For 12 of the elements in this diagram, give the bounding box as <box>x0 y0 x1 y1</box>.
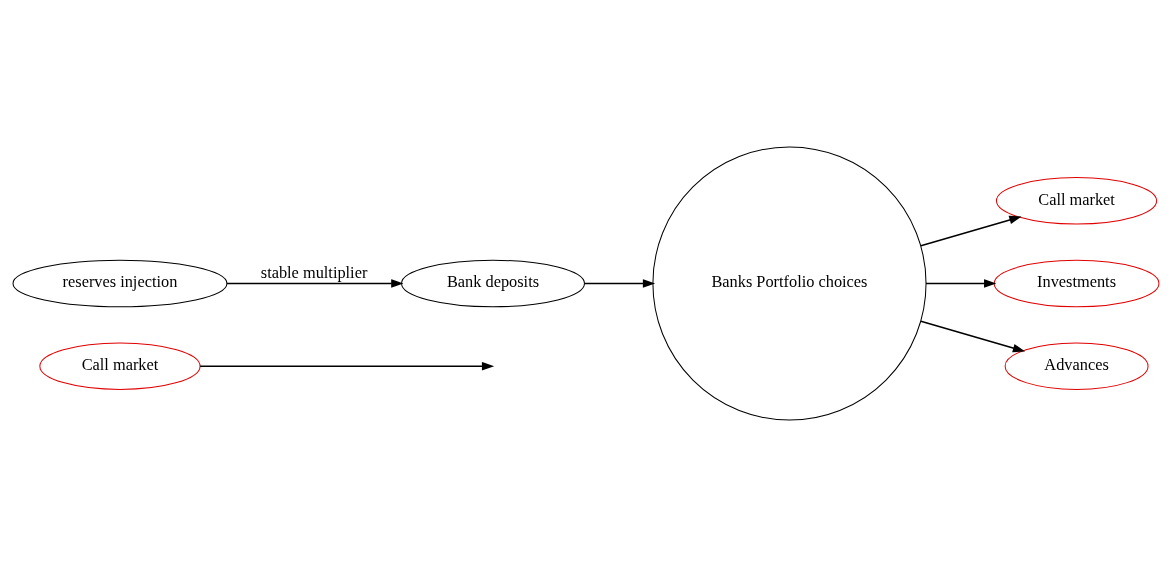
node-ellipse: Bank deposits <box>401 259 585 308</box>
arrow <box>920 215 1022 247</box>
arrow <box>199 361 495 371</box>
arrow <box>925 279 997 288</box>
node-ellipse: reserves injection <box>12 259 228 308</box>
node-circle: Banks Portfolio choices <box>652 146 927 421</box>
node-ellipse: Call market <box>39 342 201 390</box>
arrow <box>226 279 404 288</box>
node-ellipse: Investments <box>993 259 1160 308</box>
arrow <box>584 279 656 288</box>
arrow <box>920 320 1026 353</box>
edge-label: stable multiplier <box>260 263 368 283</box>
